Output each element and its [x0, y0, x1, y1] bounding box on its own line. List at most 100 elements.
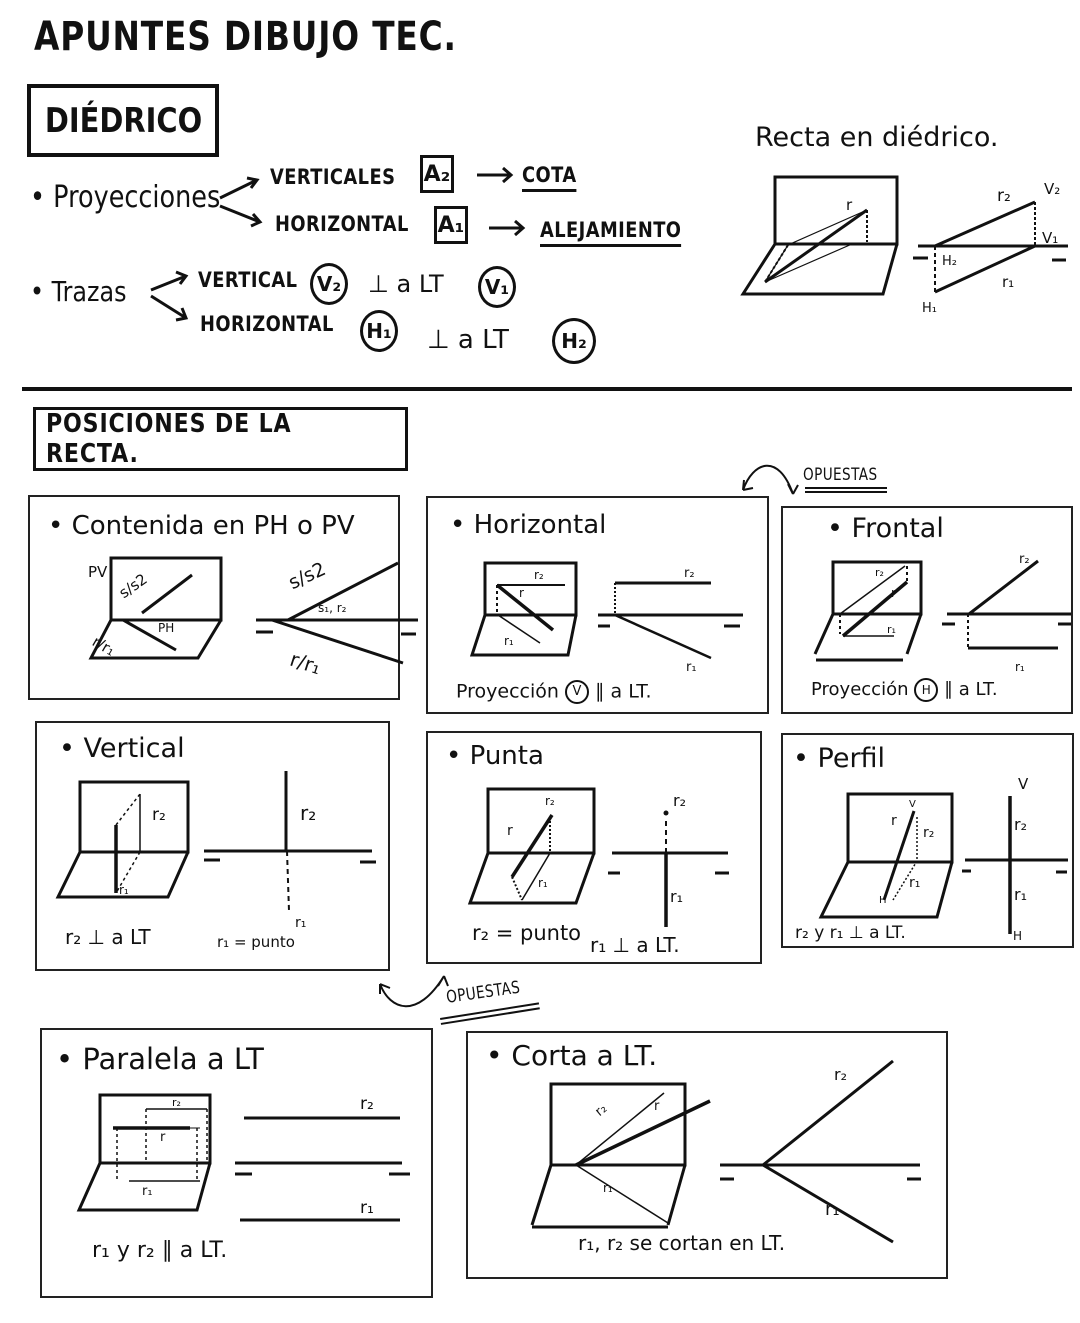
label-r2-right: r₂	[300, 801, 317, 825]
diedrico-label: DIÉDRICO	[44, 100, 202, 141]
note-suffix: ∥ a LT.	[943, 679, 998, 700]
label-r1: r₁	[887, 623, 896, 636]
label-v: V	[909, 799, 916, 810]
vertical-note-right: r₁ = punto	[217, 933, 295, 951]
label-r2-right: r₂	[360, 1094, 374, 1114]
label-v-right: V	[1018, 775, 1029, 793]
cota-label: COTA	[522, 163, 577, 192]
frontal-note: Proyección H ∥ a LT.	[811, 678, 998, 702]
curved-double-arrow-icon	[742, 464, 799, 495]
traza-horizontal-relation: ⊥ a LT	[427, 325, 509, 355]
label-h1: H₁	[922, 301, 937, 316]
arrow-right-icon	[489, 219, 526, 237]
label-r2: r₂	[923, 825, 935, 841]
recta-diedrico-heading: Recta en diédrico.	[755, 122, 999, 153]
card-title: • Perfil	[793, 743, 886, 774]
label-r1-right: r₁	[825, 1199, 840, 1220]
corta-diagram	[530, 1059, 921, 1244]
note-suffix: ∥ a LT.	[595, 680, 652, 703]
punta-diagram	[467, 787, 729, 927]
punta-note-right: r₁ ⊥ a LT.	[590, 933, 680, 957]
note-prefix: Proyección	[811, 679, 909, 700]
branch-arrows-icon	[150, 270, 189, 322]
vertical-note-left: r₂ ⊥ a LT	[65, 925, 151, 949]
label-r2: r₂	[152, 805, 166, 825]
v1-symbol: V₁	[478, 266, 516, 308]
opuestas-label-top: OPUESTAS	[803, 465, 878, 485]
card-vertical: • Vertical r₂ r₁ r₂ r₁ r₂ ⊥ a LT r₁ = pu…	[35, 721, 390, 971]
label-r1-right: r₁	[1015, 660, 1025, 674]
label-r: r	[507, 823, 513, 839]
card-frontal: • Frontal r₂ r r₁ r₂ r₁ Proyección H ∥ a…	[781, 506, 1073, 714]
label-r2-right: r₂	[673, 791, 686, 810]
traza-horizontal-label: HORIZONTAL	[200, 312, 334, 336]
label-ph: PH	[158, 621, 175, 635]
label-v2: V₂	[1044, 180, 1061, 198]
label-h-right: H	[1013, 929, 1023, 943]
label-r2: r₂	[875, 566, 884, 579]
card-title: • Punta	[446, 741, 544, 771]
label-h: H	[879, 895, 887, 906]
alejamiento-label: ALEJAMIENTO	[540, 218, 682, 247]
card-corta: • Corta a LT. r₂ r r₁ r₂ r₁ r₁, r₂ se co…	[466, 1031, 948, 1279]
section-heading-diedrico: DIÉDRICO	[27, 84, 219, 157]
branch-arrows-icon	[219, 176, 263, 228]
label-r2-right: r₂	[1019, 552, 1030, 567]
posiciones-label: POSICIONES DE LA RECTA.	[46, 409, 292, 469]
section-divider	[22, 387, 1072, 391]
horizontal-note: Proyección V ∥ a LT.	[456, 680, 652, 704]
a1-symbol: A₁	[434, 206, 468, 244]
label-r2-right: r₂	[834, 1065, 847, 1084]
verticales-label: VERTICALES	[270, 165, 396, 189]
perfil-note: r₂ y r₁ ⊥ a LT.	[795, 923, 906, 943]
vertical-diagram	[55, 771, 376, 912]
label-r1: r₁	[119, 883, 129, 897]
card-title: • Contenida en PH o PV	[48, 511, 355, 541]
traza-vertical-label: VERTICAL	[198, 268, 298, 292]
label-r: r	[654, 1099, 660, 1114]
label-r2-right: r₂	[684, 566, 695, 581]
note-prefix: Proyección	[456, 680, 559, 703]
section-heading-posiciones: POSICIONES DE LA RECTA.	[33, 407, 408, 471]
label-r: r	[891, 813, 897, 829]
proyecciones-label: • Proyecciones	[30, 180, 221, 215]
label-r1-right: r₁	[360, 1198, 374, 1218]
contenida-diagram	[88, 556, 418, 665]
label-r: r	[160, 1130, 166, 1145]
label-r2: r₂	[545, 794, 555, 808]
card-paralela: • Paralela a LT r₂ r r₁ r₂ r₁ r₁ y r₂ ∥ …	[40, 1028, 433, 1298]
trazas-label: • Trazas	[30, 275, 127, 308]
label-r2: r₂	[172, 1096, 181, 1109]
label-r2-right: r₂	[1014, 815, 1027, 834]
perfil-diagram	[818, 792, 1068, 934]
curved-double-arrow-icon	[379, 975, 449, 1008]
label-r1-right: r₁	[1014, 885, 1027, 904]
corta-note: r₁, r₂ se cortan en LT.	[578, 1231, 786, 1255]
card-title: • Frontal	[827, 513, 944, 544]
h2-symbol: H₂	[552, 318, 596, 364]
page-title: APUNTES DIBUJO TEC.	[34, 14, 457, 60]
label-r2: r₂	[997, 186, 1011, 206]
label-r: r	[519, 586, 524, 600]
label-r1-right: r₁	[670, 887, 683, 906]
card-horizontal: • Horizontal r₂ r r₁ r₂ r₁ Proyección V …	[426, 496, 769, 714]
label-r1: r₁	[603, 1181, 613, 1195]
opuestas-underline	[805, 487, 887, 493]
card-title: • Vertical	[59, 733, 185, 764]
horizontal-diagram	[469, 561, 743, 660]
label-r1: r₁	[538, 876, 548, 890]
label-h2: H₂	[942, 254, 957, 269]
paralela-diagram	[76, 1093, 410, 1222]
label-r1-right: r₁	[686, 660, 697, 675]
label-pv: PV	[88, 563, 108, 581]
paralela-note: r₁ y r₂ ∥ a LT.	[92, 1238, 228, 1263]
v2-symbol: V₂	[310, 263, 348, 305]
traza-vertical-relation: ⊥ a LT	[368, 270, 444, 298]
card-title: • Paralela a LT	[56, 1042, 264, 1076]
punta-note-left: r₂ = punto	[472, 921, 582, 945]
card-title: • Corta a LT.	[486, 1039, 658, 1072]
v-circle-symbol: V	[564, 680, 589, 704]
h1-symbol: H₁	[360, 310, 398, 352]
label-r: r	[846, 196, 853, 214]
arrow-right-icon	[477, 166, 514, 184]
